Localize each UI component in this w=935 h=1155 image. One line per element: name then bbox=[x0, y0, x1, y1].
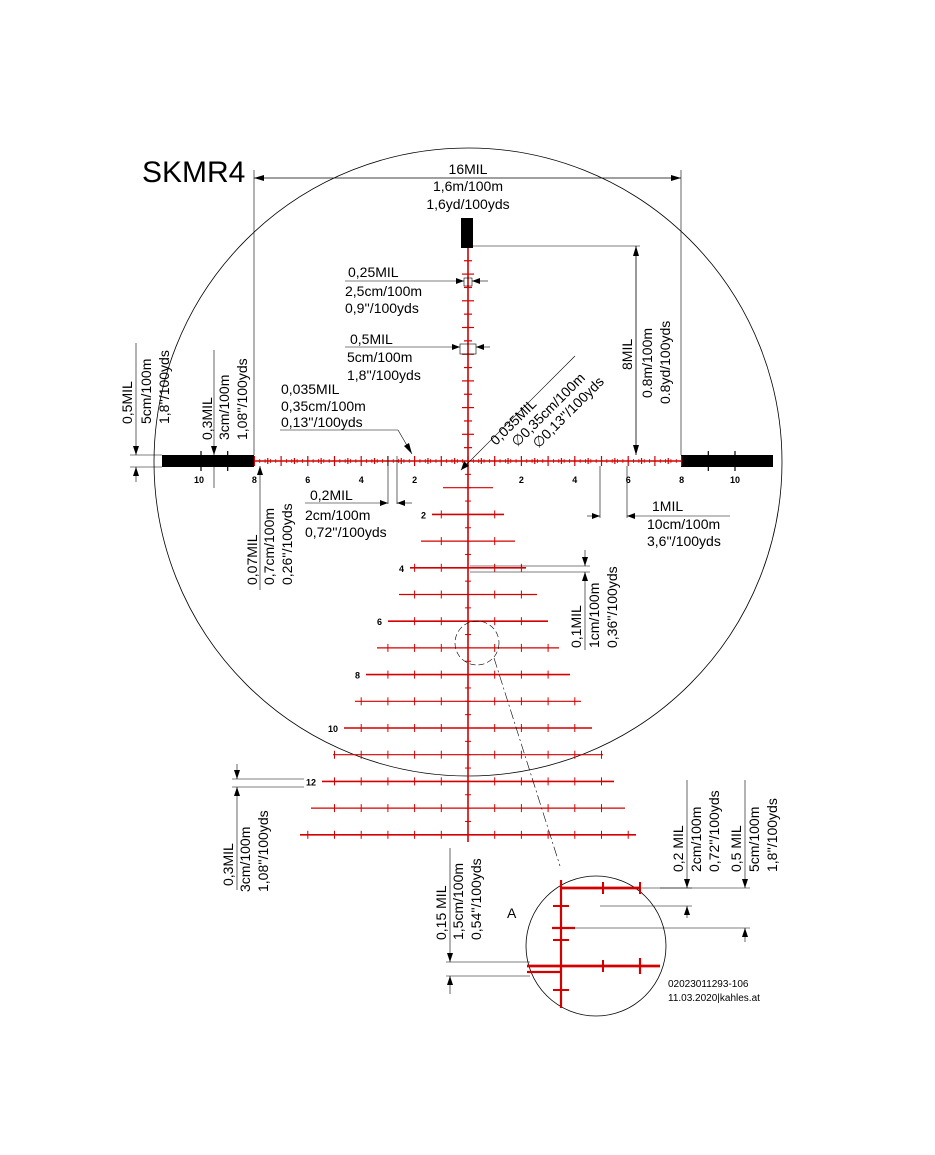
horizontal-label-left: 4 bbox=[359, 475, 364, 485]
m02-line1: 0,2MIL bbox=[310, 487, 353, 503]
annotation-02mil: 0,2MIL 2cm/100m 0,72''/100yds bbox=[305, 456, 412, 540]
m02-line2: 2cm/100m bbox=[305, 507, 370, 523]
m0035h-line1: 0,035MIL bbox=[281, 381, 340, 397]
m01-line1: 0,1MIL bbox=[568, 605, 584, 648]
annotation-left-03mil: 0,3MIL 3cm/100m 1,08''/100yds bbox=[199, 350, 250, 488]
horizontal-label-right: 6 bbox=[626, 475, 631, 485]
footer-date: 11.03.2020|kahles.at bbox=[668, 993, 760, 1004]
m007-line1: 0,07MIL bbox=[244, 534, 260, 585]
detail-circle-a: A bbox=[454, 620, 667, 1017]
m007-line3: 0,26''/100yds bbox=[279, 503, 295, 585]
left05-line2: 5cm/100m bbox=[138, 359, 154, 424]
reticle-red-pattern: 10 8 6 4 2 2 4 6 8 10 2 4 6 8 10 12 bbox=[194, 248, 740, 842]
m8-line1: 8MIL bbox=[619, 339, 635, 370]
span-16mil-line1: 16MIL bbox=[449, 161, 488, 177]
annotation-01mil: 0,1MIL 1cm/100m 0,36''/100yds bbox=[470, 550, 620, 650]
annotation-025mil: 0,25MIL 2,5cm/100m 0,9''/100yds bbox=[345, 264, 488, 316]
annotation-05mil: 0,5MIL 5cm/100m 1,8''/100yds bbox=[345, 331, 490, 383]
annotation-0035mil-left: 0,035MIL 0,35cm/100m 0,13''/100yds bbox=[280, 381, 413, 455]
annotation-05mil-detail: 0,5 MIL 5cm/100m 1,8''/100yds bbox=[570, 780, 780, 942]
tree-label: 12 bbox=[306, 777, 316, 787]
annotation-0035mil-diagonal: 0,035MIL ∅0,35cm/100m ∅0,13''/100yds bbox=[460, 355, 607, 471]
m05-line3: 1,8''/100yds bbox=[347, 367, 421, 383]
b03-line2: 3cm/100m bbox=[237, 827, 253, 892]
horizontal-label-left: 8 bbox=[252, 475, 257, 485]
m02-line3: 0,72''/100yds bbox=[305, 524, 387, 540]
top-post bbox=[461, 218, 473, 248]
m0035h-line2: 0,35cm/100m bbox=[281, 398, 366, 414]
tree-label: 2 bbox=[421, 510, 426, 520]
m05b-line1: 0,5 MIL bbox=[728, 825, 744, 872]
m025-line1: 0,25MIL bbox=[348, 264, 399, 280]
annotation-bottom-03mil: 0,3MIL 3cm/100m 1,08''/100yds bbox=[220, 764, 304, 892]
tree-label: 8 bbox=[355, 671, 360, 681]
m05b-line2: 5cm/100m bbox=[746, 807, 762, 872]
m05-line2: 5cm/100m bbox=[347, 349, 412, 365]
annotation-015mil: 0,15 MIL 1,5cm/100m 0,54''/100yds bbox=[433, 848, 530, 994]
annotation-left-05mil: 0,5MIL 5cm/100m 1,8''/100yds bbox=[119, 343, 172, 482]
detail-label: A bbox=[507, 905, 517, 921]
horizontal-label-right: 4 bbox=[572, 475, 577, 485]
annotation-16mil: 16MIL 1,6m/100m 1,6yd/100yds bbox=[253, 161, 682, 455]
b03-line1: 0,3MIL bbox=[220, 843, 236, 886]
m1-line2: 10cm/100m bbox=[647, 516, 720, 532]
left03-line2: 3cm/100m bbox=[216, 375, 232, 440]
m015-line2: 1,5cm/100m bbox=[450, 863, 466, 940]
m01-line2: 1cm/100m bbox=[586, 583, 602, 648]
horizontal-label-left: 2 bbox=[412, 475, 417, 485]
m02b-line2: 2cm/100m bbox=[688, 807, 704, 872]
reticle-title: SKMR4 bbox=[142, 156, 245, 189]
m05-line1: 0,5MIL bbox=[350, 331, 393, 347]
span-16mil-line3: 1,6yd/100yds bbox=[426, 196, 509, 212]
b03-line3: 1,08''/100yds bbox=[255, 810, 271, 892]
horizontal-label-right: 2 bbox=[519, 475, 524, 485]
m8-line3: 0.8yd/100yds bbox=[657, 321, 673, 404]
m02b-line3: 0,72''/100yds bbox=[706, 790, 722, 872]
m02b-line1: 0,2 MIL bbox=[670, 825, 686, 872]
right-post bbox=[681, 455, 773, 467]
left03-line3: 1,08''/100yds bbox=[234, 358, 250, 440]
horizontal-label-right: 10 bbox=[730, 475, 740, 485]
detail-reticle bbox=[527, 880, 660, 1008]
annotation-1mil: 1MIL 10cm/100m 3,6''/100yds bbox=[587, 466, 730, 549]
m025-line3: 0,9''/100yds bbox=[345, 300, 419, 316]
horizontal-label-left: 6 bbox=[305, 475, 310, 485]
annotation-007mil: 0,07MIL 0,7cm/100m 0,26''/100yds bbox=[244, 466, 295, 590]
left-post bbox=[162, 455, 254, 467]
m0035h-line3: 0,13''/100yds bbox=[281, 414, 363, 430]
m05b-line3: 1,8''/100yds bbox=[764, 798, 780, 872]
left03-line1: 0,3MIL bbox=[199, 397, 215, 440]
m015-line1: 0,15 MIL bbox=[433, 885, 449, 940]
tree-label: 6 bbox=[377, 617, 382, 627]
m015-line3: 0,54''/100yds bbox=[468, 858, 484, 940]
m007-line2: 0,7cm/100m bbox=[261, 508, 277, 585]
m8-line2: 0.8m/100m bbox=[639, 328, 655, 398]
m01-line3: 0,36''/100yds bbox=[604, 566, 620, 648]
tree-label: 4 bbox=[399, 564, 404, 574]
annotation-02mil-detail: 0,2 MIL 2cm/100m 0,72''/100yds bbox=[600, 780, 722, 918]
left05-line3: 1,8''/100yds bbox=[156, 350, 172, 424]
tree-label: 10 bbox=[328, 724, 338, 734]
footer-code: 02023011293-106 bbox=[668, 979, 749, 990]
horizontal-label-right: 8 bbox=[679, 475, 684, 485]
left05-line1: 0,5MIL bbox=[119, 381, 135, 424]
horizontal-label-left: 10 bbox=[194, 475, 204, 485]
m1-line3: 3,6''/100yds bbox=[647, 533, 721, 549]
m025-line2: 2,5cm/100m bbox=[345, 283, 422, 299]
annotation-8mil: 8MIL 0.8m/100m 0.8yd/100yds bbox=[473, 245, 673, 455]
span-16mil-line2: 1,6m/100m bbox=[433, 178, 503, 194]
m1-line1: 1MIL bbox=[652, 498, 683, 514]
